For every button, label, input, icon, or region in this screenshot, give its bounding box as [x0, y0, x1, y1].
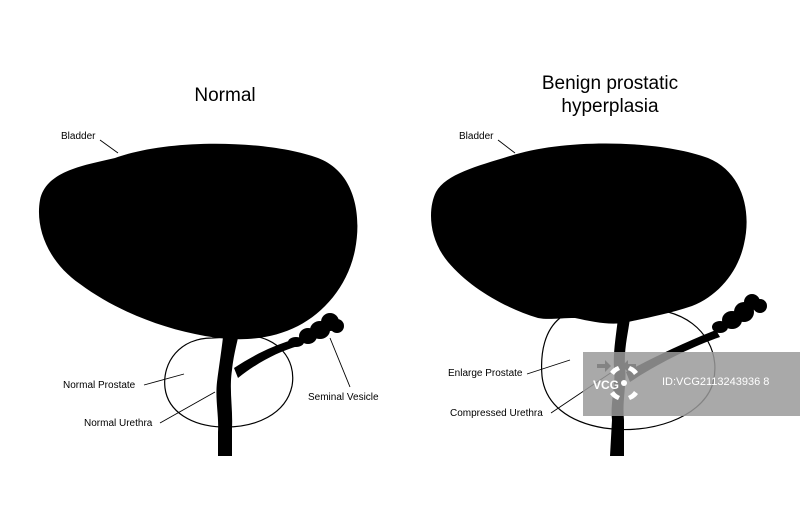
bph-title-line2: hyperplasia [561, 96, 659, 117]
bph-bladder-leader [497, 139, 516, 154]
normal-vesicle-leader [329, 337, 351, 388]
svg-text:VCG: VCG [593, 378, 619, 392]
normal-prostate-leader [143, 373, 185, 386]
normal-title: Normal [194, 85, 256, 106]
bph-title-line1: Benign prostatic [541, 73, 679, 94]
bph-prostate-label: Enlarge Prostate [448, 368, 523, 379]
normal-urethra [216, 328, 240, 456]
watermark: VCG [583, 352, 800, 416]
watermark-band [583, 352, 800, 416]
normal-bladder-label: Bladder [61, 131, 96, 142]
normal-diagram [38, 139, 358, 456]
bph-seminal-vesicle [712, 294, 767, 333]
normal-bladder [38, 143, 358, 340]
bph-bladder [431, 143, 747, 324]
bph-bladder-label: Bladder [459, 131, 494, 142]
normal-prostate-label: Normal Prostate [63, 380, 136, 391]
normal-seminal-vesicle [288, 313, 344, 347]
watermark-logo-icon: VCG [593, 366, 638, 400]
bph-prostate-leader [526, 359, 571, 375]
normal-urethra-label: Normal Urethra [84, 418, 153, 429]
normal-urethra-leader [159, 391, 216, 424]
normal-vas-deferens [234, 340, 298, 378]
bph-urethra-label: Compressed Urethra [450, 408, 543, 419]
watermark-id: ID:VCG2113243936 8 [662, 376, 770, 388]
normal-bladder-leader [99, 139, 119, 154]
normal-vesicle-label: Seminal Vesicle [308, 392, 379, 403]
bph-title: Benign prostatic hyperplasia [500, 72, 720, 118]
